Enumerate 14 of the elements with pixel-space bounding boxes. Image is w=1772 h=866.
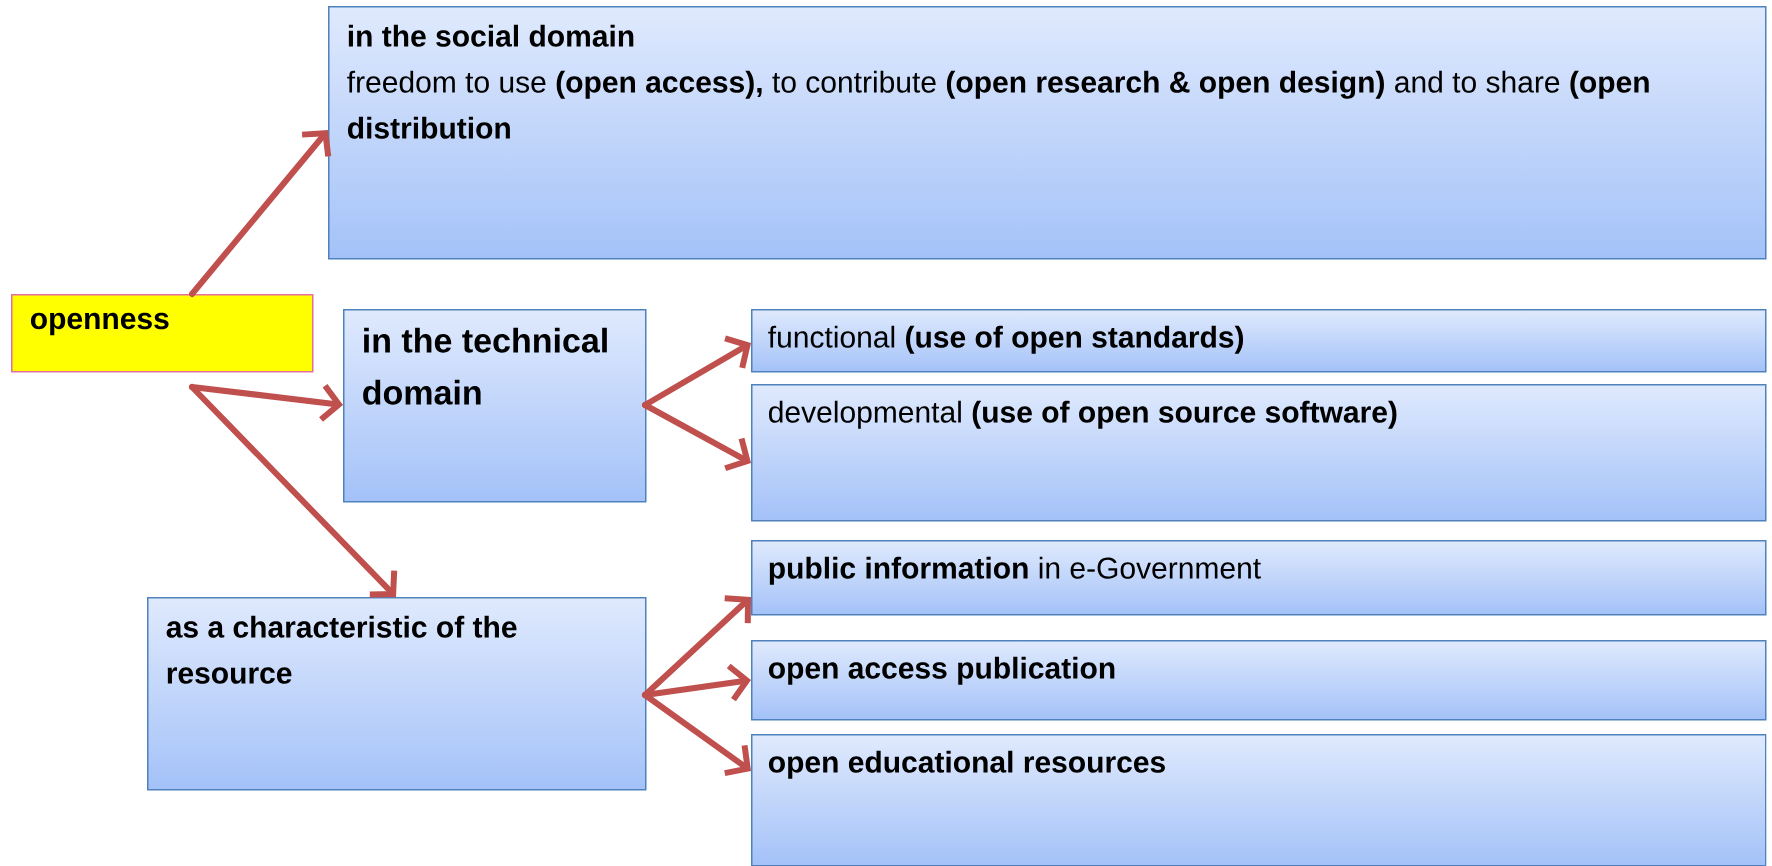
arrow [642,335,751,408]
text-box: in the social domain freedom to use (open access), to contribute (open research & open design) and to share (open distribution [328,6,1767,260]
text-box: open access publication [751,640,1767,721]
text-box: in the technical domain [343,309,647,503]
highlight-box: openness [11,294,314,373]
text-box: as a characteristic of the resource [147,597,647,791]
arrow [642,692,751,777]
text-box: developmental (use of open source software) [751,384,1767,522]
text-box: functional (use of open standards) [751,309,1767,373]
text-box: public information in e-Government [751,540,1767,616]
text-box: open educational resources [751,734,1767,866]
arrow [189,384,398,598]
arrow [189,130,332,297]
arrow [642,402,751,472]
